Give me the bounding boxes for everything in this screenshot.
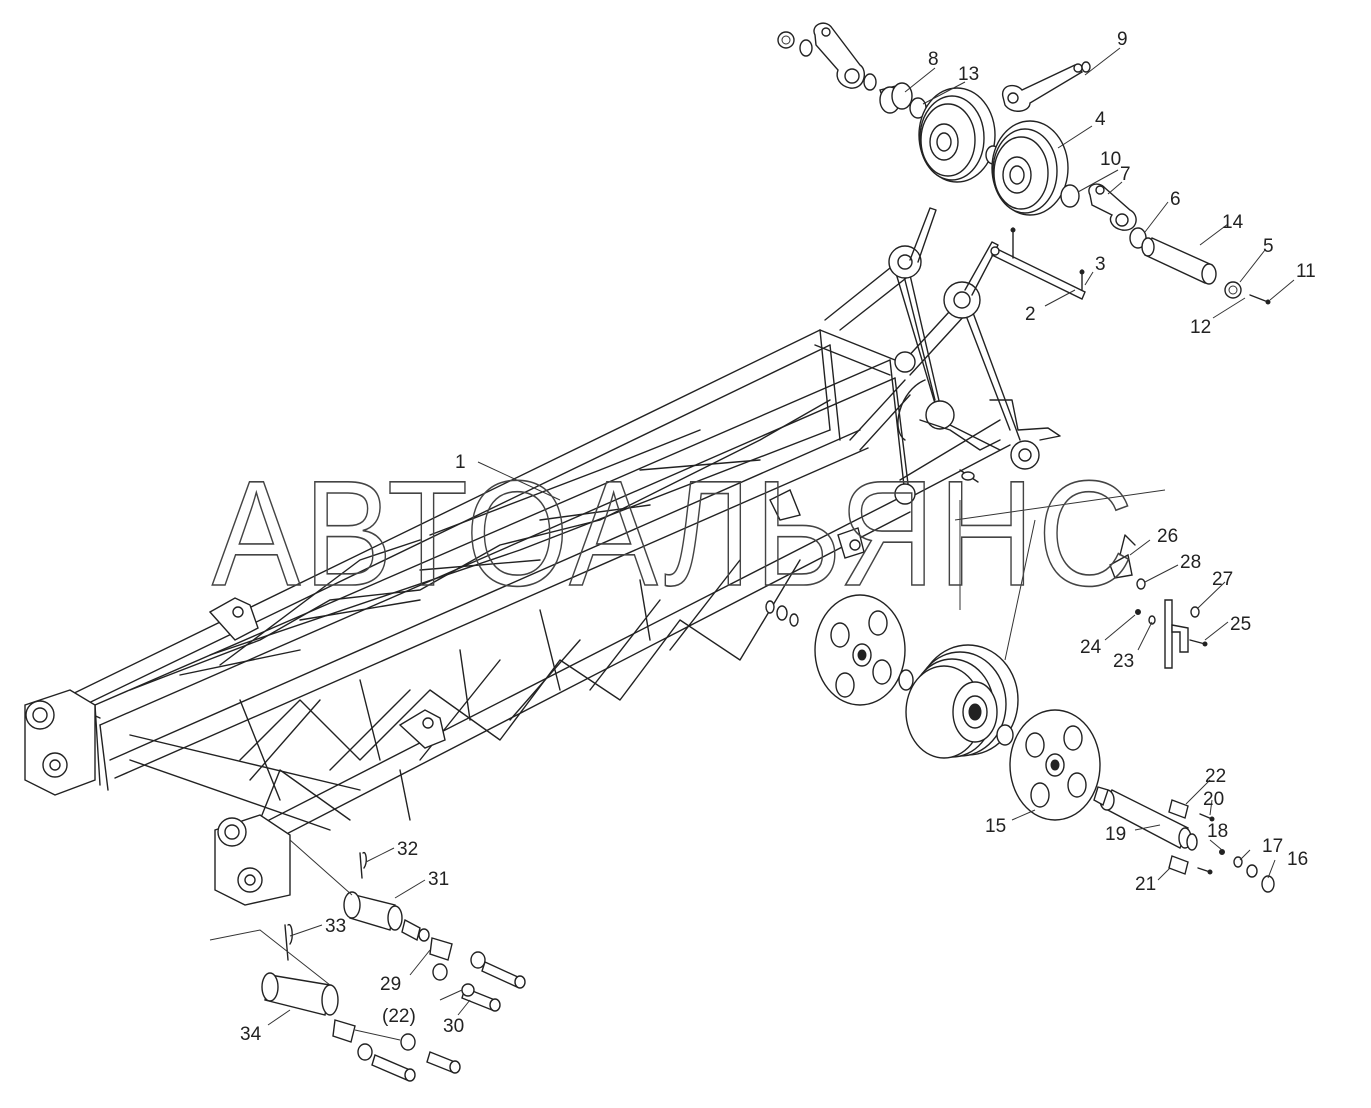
callout-22-ref: (22) <box>382 1006 416 1027</box>
callout-26: 26 <box>1157 526 1178 547</box>
callout-27: 27 <box>1212 569 1233 590</box>
callout-3: 3 <box>1095 254 1106 275</box>
callout-1: 1 <box>455 452 466 473</box>
callout-25: 25 <box>1230 614 1251 635</box>
callout-24: 24 <box>1080 637 1102 658</box>
callout-23: 23 <box>1113 651 1134 672</box>
watermark-text: АВТОАЛЬЯНС <box>212 449 1137 617</box>
callout-9: 9 <box>1117 29 1128 50</box>
callout-28: 28 <box>1180 552 1201 573</box>
callout-21: 21 <box>1135 874 1156 895</box>
callout-12: 12 <box>1190 317 1211 338</box>
upper-pulley-group <box>777 22 1271 305</box>
callout-33: 33 <box>325 916 346 937</box>
pin-group <box>209 839 526 1082</box>
callout-8: 8 <box>928 49 939 70</box>
callout-5: 5 <box>1263 236 1274 257</box>
callout-10: 10 <box>1100 149 1121 170</box>
foot-plate-top <box>24 689 96 796</box>
callout-32: 32 <box>397 839 418 860</box>
callout-30: 30 <box>443 1016 464 1037</box>
callout-16: 16 <box>1287 849 1308 870</box>
callout-19: 19 <box>1105 824 1126 845</box>
callout-labels: 1 2 3 4 5 6 7 8 9 10 11 12 13 14 15 16 1… <box>240 29 1316 1045</box>
callout-13: 13 <box>958 64 979 85</box>
callout-7: 7 <box>1120 164 1131 185</box>
foot-plate-bottom <box>214 814 291 906</box>
callout-14: 14 <box>1222 212 1244 233</box>
callout-15: 15 <box>985 816 1006 837</box>
boom-frame <box>24 207 1061 906</box>
callout-22: 22 <box>1205 766 1226 787</box>
callout-17: 17 <box>1262 836 1283 857</box>
callout-29: 29 <box>380 974 401 995</box>
lower-pulley-group <box>765 489 1275 893</box>
callout-34: 34 <box>240 1024 262 1045</box>
callout-20: 20 <box>1203 789 1224 810</box>
callout-11: 11 <box>1296 261 1316 282</box>
leader-lines <box>267 47 1295 1026</box>
callout-18: 18 <box>1207 821 1228 842</box>
callout-31: 31 <box>428 869 449 890</box>
callout-4: 4 <box>1095 109 1106 130</box>
callout-6: 6 <box>1170 189 1181 210</box>
callout-2: 2 <box>1025 304 1036 325</box>
